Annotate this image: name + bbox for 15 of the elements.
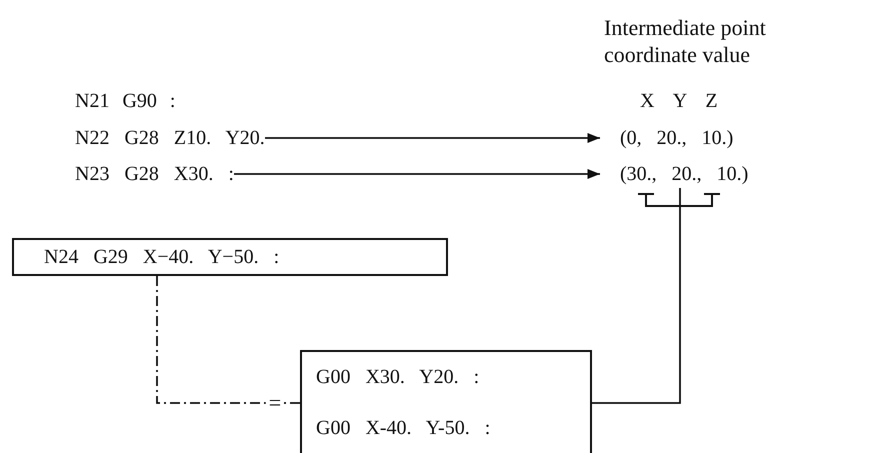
equivalent-block-box: [300, 350, 592, 453]
axis-labels: X Y Z: [640, 89, 718, 114]
program-line: N23 G28 X30. :: [75, 162, 234, 187]
program-line: N22 G28 Z10. Y20.: [75, 126, 265, 151]
arrow: [265, 132, 600, 144]
program-line: G00 X-40. Y-50. :: [316, 416, 490, 441]
connector-line: [592, 188, 681, 404]
connector-line: [156, 276, 300, 404]
arrow: [234, 168, 600, 180]
program-line: N21 G90 :: [75, 89, 176, 114]
coordinate-value: (0, 20., 10.): [620, 126, 734, 151]
program-line: G00 X30. Y20. :: [316, 365, 480, 390]
coordinate-value: (30., 20., 10.): [620, 162, 748, 187]
program-line: N24 G29 X−40. Y−50. :: [44, 245, 280, 270]
column-heading: Intermediate point coordinate value: [604, 14, 767, 68]
